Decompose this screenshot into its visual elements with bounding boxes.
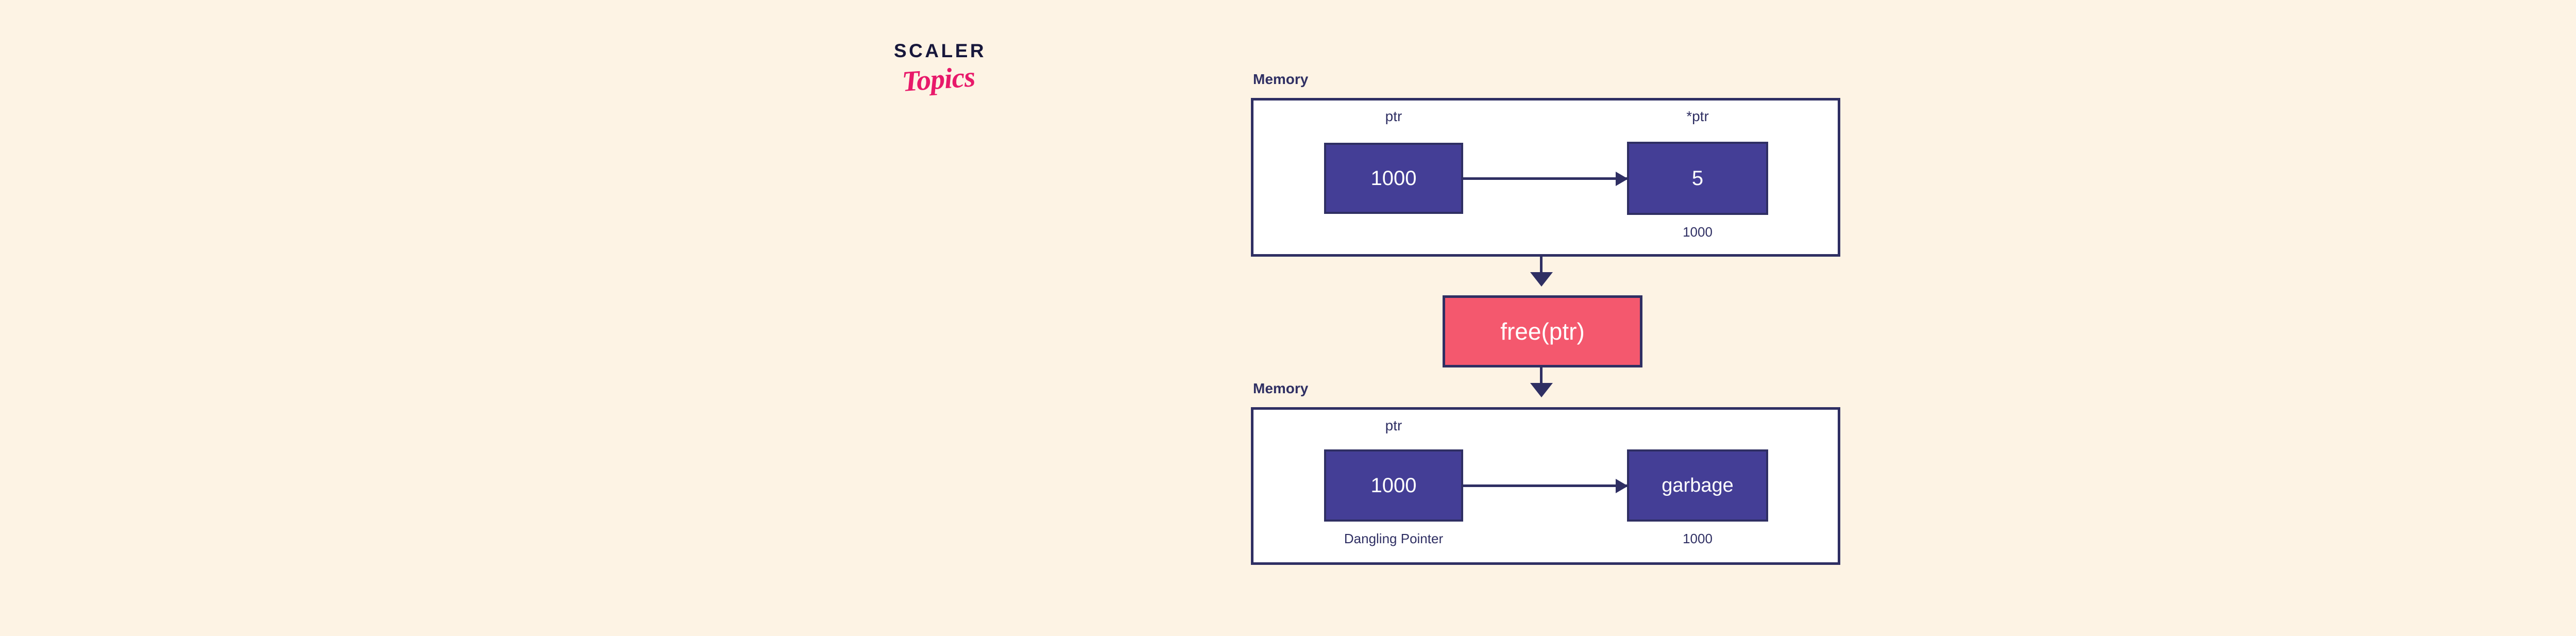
dangling-pointer-caption: Dangling Pointer <box>1344 531 1444 546</box>
garbage-address: 1000 <box>1683 531 1713 546</box>
logo-scaler-wordmark: SCALER <box>894 40 987 61</box>
flow-arrow-to-memory-after <box>1540 367 1543 384</box>
free-ptr-action-box[interactable]: free(ptr) <box>1443 295 1642 367</box>
memory-before-label: Memory <box>1253 71 1309 87</box>
pointer-arrow-before <box>1463 177 1627 180</box>
ptr-after-cell: 1000 <box>1324 449 1463 522</box>
memory-after-label: Memory <box>1253 380 1309 396</box>
ptr-before-label: ptr <box>1385 108 1402 124</box>
scaler-topics-logo: SCALER Topics <box>894 41 1048 124</box>
flow-arrow-to-free <box>1540 257 1543 273</box>
deref-before-cell: 5 <box>1627 142 1768 215</box>
pointer-arrow-after <box>1463 484 1627 487</box>
ptr-after-label: ptr <box>1385 417 1402 433</box>
logo-topics-wordmark: Topics <box>901 61 976 98</box>
garbage-cell: garbage <box>1627 449 1768 522</box>
deref-before-label: *ptr <box>1686 108 1709 124</box>
deref-before-address: 1000 <box>1683 224 1713 240</box>
ptr-before-cell: 1000 <box>1324 143 1463 214</box>
